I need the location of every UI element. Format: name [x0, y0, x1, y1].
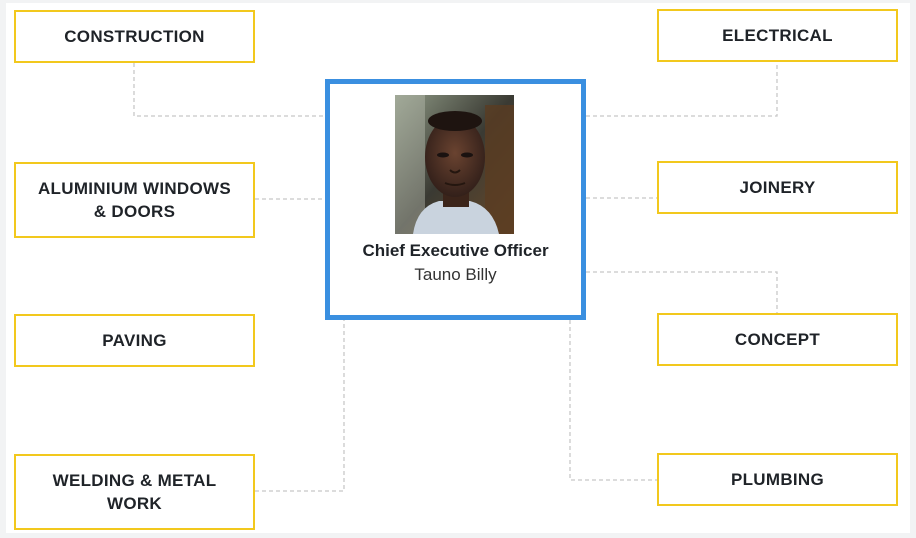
dept-electrical-label: ELECTRICAL	[722, 26, 833, 45]
dept-concept-box: CONCEPT	[657, 313, 898, 366]
dept-paving-box: PAVING	[14, 314, 255, 367]
dept-paving-label: PAVING	[102, 331, 167, 350]
dept-plumbing-box: PLUMBING	[657, 453, 898, 506]
ceo-card: Chief Executive Officer Tauno Billy	[325, 79, 586, 320]
dept-aluminium-box: ALUMINIUM WINDOWS & DOORS	[14, 162, 255, 238]
ceo-title: Chief Executive Officer	[362, 241, 549, 260]
dept-welding-box: WELDING & METAL WORK	[14, 454, 255, 530]
connector-electrical	[586, 62, 778, 117]
dept-aluminium-label-line2: & DOORS	[93, 202, 176, 221]
dept-construction-label: CONSTRUCTION	[64, 27, 205, 46]
dept-welding-label-line1: WELDING & METAL	[52, 471, 217, 490]
connector-welding	[255, 320, 345, 492]
dept-construction-box: CONSTRUCTION	[14, 10, 255, 63]
connector-concept	[586, 271, 778, 313]
ceo-name: Tauno Billy	[414, 265, 497, 284]
dept-electrical-box: ELECTRICAL	[657, 9, 898, 62]
dept-plumbing-label: PLUMBING	[730, 470, 825, 489]
dept-joinery-box: JOINERY	[657, 161, 898, 214]
connector-construction	[133, 63, 325, 117]
dept-concept-label: CONCEPT	[734, 330, 821, 349]
ceo-photo	[395, 95, 514, 234]
dept-aluminium-label-line1: ALUMINIUM WINDOWS	[37, 179, 231, 198]
connector-plumbing	[569, 320, 657, 481]
dept-joinery-label: JOINERY	[739, 178, 816, 197]
dept-welding-label-line2: WORK	[106, 494, 163, 513]
